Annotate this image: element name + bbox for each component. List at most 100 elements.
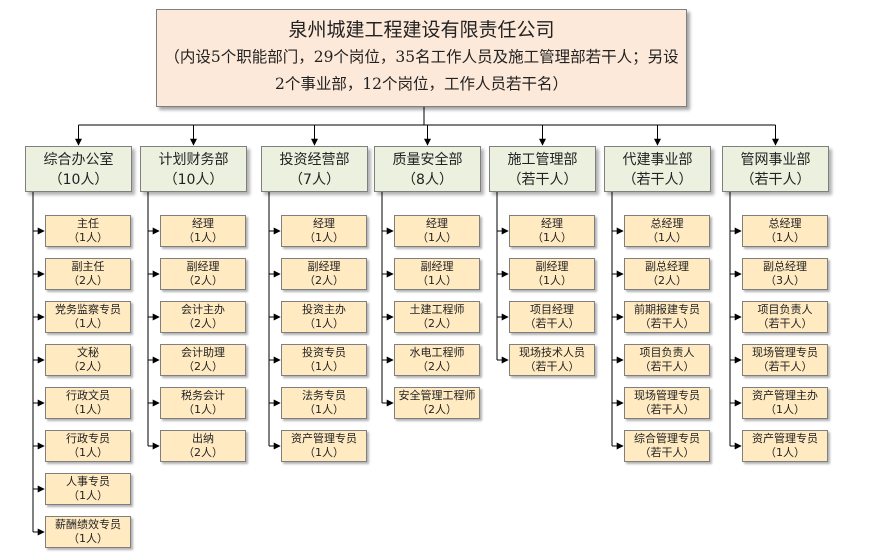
position-box: 资产管理主办（1人）	[742, 387, 828, 419]
position-count: （2人）	[417, 360, 457, 373]
position-title: 项目负责人	[639, 346, 695, 359]
position-count: （1人）	[68, 317, 108, 330]
company-description: （内设5个职能部门，29个岗位，35名工作人员及施工管理部若干人；另设2个事业部…	[164, 48, 679, 93]
department-count: （若干人）	[622, 172, 693, 188]
position-count: （若干人）	[524, 317, 580, 330]
position-title: 经理	[313, 217, 335, 230]
position-count: （1人）	[304, 403, 344, 416]
position-title: 副主任	[71, 260, 105, 273]
position-box: 现场管理专员（若干人）	[624, 387, 710, 419]
position-count: （1人）	[68, 403, 108, 416]
department-name: 质量安全部	[392, 152, 463, 168]
position-title: 项目负责人	[757, 303, 813, 316]
position-count: （2人）	[183, 360, 223, 373]
department-count: （7人）	[289, 172, 340, 188]
position-box: 水电工程师（2人）	[394, 344, 480, 376]
position-count: （2人）	[417, 403, 457, 416]
position-box: 综合管理专员（若干人）	[624, 430, 710, 462]
position-title: 总经理	[768, 217, 802, 230]
position-count: （3人）	[765, 274, 805, 287]
position-box: 经理（1人）	[394, 215, 480, 247]
position-title: 人事专员	[66, 475, 110, 488]
department-name: 管网事业部	[740, 152, 811, 168]
position-title: 经理	[426, 217, 448, 230]
position-box: 副总经理（2人）	[624, 258, 710, 290]
position-count: （1人）	[765, 231, 805, 244]
position-box: 副经理（1人）	[394, 258, 480, 290]
company-title: 泉州城建工程建设有限责任公司	[288, 19, 555, 41]
position-count: （若干人）	[639, 360, 695, 373]
department-box: 计划财务部（10人）	[140, 146, 247, 192]
position-box: 经理（1人）	[160, 215, 246, 247]
department-name: 计划财务部	[158, 152, 229, 168]
position-count: （1人）	[532, 274, 572, 287]
department-box: 管网事业部（若干人）	[722, 146, 829, 192]
position-box: 资产管理专员（1人）	[281, 430, 367, 462]
position-title: 投资主办	[302, 303, 346, 316]
position-title: 现场技术人员	[519, 346, 585, 359]
position-title: 资产管理主办	[752, 389, 818, 402]
position-count: （若干人）	[757, 317, 813, 330]
position-box: 投资主办（1人）	[281, 301, 367, 333]
position-box: 项目负责人（若干人）	[742, 301, 828, 333]
position-count: （1人）	[304, 446, 344, 459]
position-count: （1人）	[68, 231, 108, 244]
position-count: （1人）	[417, 274, 457, 287]
position-box: 副主任（2人）	[45, 258, 131, 290]
position-title: 主任	[77, 217, 99, 230]
position-title: 经理	[192, 217, 214, 230]
department-name: 综合办公室	[43, 152, 114, 168]
position-title: 安全管理工程师	[398, 389, 476, 402]
department-name: 施工管理部	[507, 152, 578, 168]
position-box: 现场管理专员（若干人）	[742, 344, 828, 376]
position-count: （1人）	[304, 360, 344, 373]
position-count: （2人）	[183, 317, 223, 330]
position-box: 副经理（2人）	[281, 258, 367, 290]
department-box: 代建事业部 （若干人）	[604, 146, 711, 192]
position-box: 人事专员（1人）	[45, 473, 131, 505]
position-count: （1人）	[304, 231, 344, 244]
position-title: 行政文员	[66, 389, 110, 402]
position-box: 会计主办（2人）	[160, 301, 246, 333]
position-title: 前期报建专员	[634, 303, 700, 316]
department-count: （若干人）	[507, 172, 578, 188]
position-box: 资产管理专员（1人）	[742, 430, 828, 462]
position-count: （若干人）	[524, 360, 580, 373]
position-title: 总经理	[650, 217, 684, 230]
position-box: 副经理（2人）	[160, 258, 246, 290]
position-title: 会计主办	[181, 303, 225, 316]
position-count: （2人）	[417, 317, 457, 330]
position-box: 行政专员（1人）	[45, 430, 131, 462]
position-title: 党务监察专员	[55, 303, 121, 316]
position-box: 税务会计（1人）	[160, 387, 246, 419]
company-box: 泉州城建工程建设有限责任公司 （内设5个职能部门，29个岗位，35名工作人员及施…	[156, 9, 687, 107]
position-box: 经理（1人）	[281, 215, 367, 247]
department-name: 代建事业部	[622, 152, 693, 168]
position-count: （2人）	[68, 360, 108, 373]
position-title: 副经理	[420, 260, 454, 273]
position-title: 副经理	[307, 260, 341, 273]
position-title: 水电工程师	[409, 346, 465, 359]
position-title: 会计助理	[181, 346, 225, 359]
position-title: 副总经理	[645, 260, 689, 273]
position-count: （若干人）	[639, 403, 695, 416]
position-box: 投资专员（1人）	[281, 344, 367, 376]
position-count: （1人）	[68, 489, 108, 502]
position-title: 税务会计	[181, 389, 225, 402]
position-count: （2人）	[183, 446, 223, 459]
department-box: 施工管理部 （若干人）	[489, 146, 596, 192]
position-count: （1人）	[183, 231, 223, 244]
position-title: 投资专员	[302, 346, 346, 359]
position-box: 薪酬绩效专员（1人）	[45, 516, 131, 548]
position-count: （1人）	[183, 403, 223, 416]
position-title: 薪酬绩效专员	[55, 518, 121, 531]
position-box: 副总经理（3人）	[742, 258, 828, 290]
position-box: 总经理（1人）	[624, 215, 710, 247]
position-count: （1人）	[765, 446, 805, 459]
position-box: 主任（1人）	[45, 215, 131, 247]
position-box: 土建工程师（2人）	[394, 301, 480, 333]
position-count: （2人）	[68, 274, 108, 287]
department-count: （8人）	[402, 172, 453, 188]
